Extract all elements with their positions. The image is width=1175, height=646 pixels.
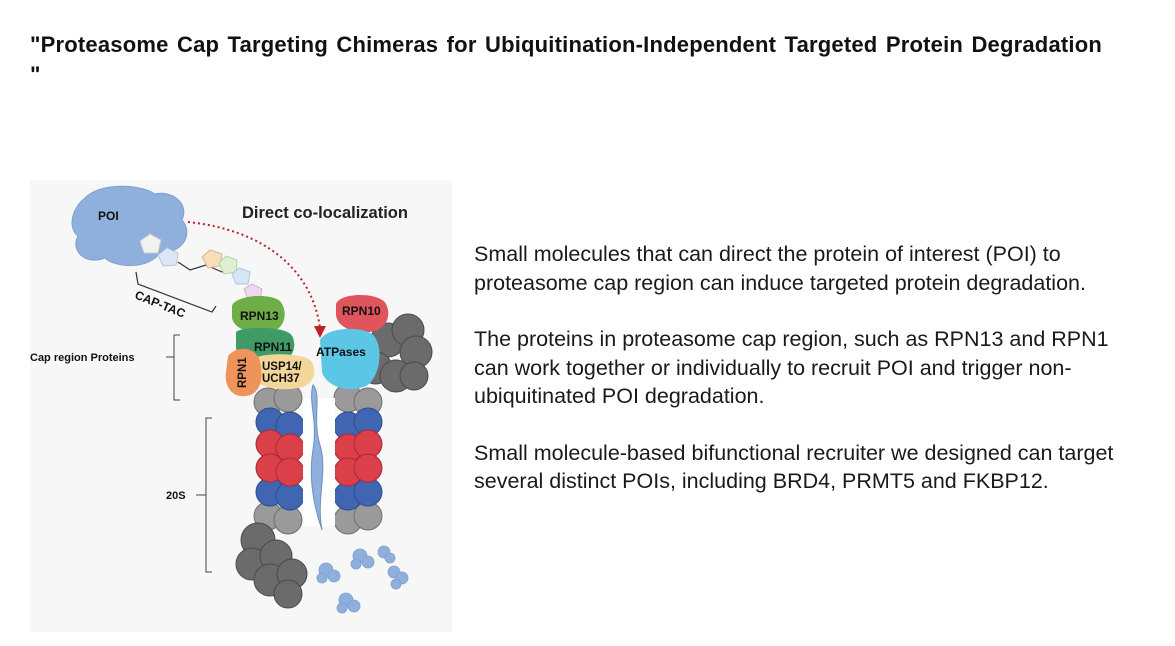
rpn1-protein: RPN1: [225, 348, 262, 397]
atpases-label: ATPases: [316, 345, 366, 359]
uch37-label: UCH37: [262, 373, 300, 385]
cap-region-label: Cap region Proteins: [30, 352, 135, 364]
figure-heading: Direct co-localization: [242, 204, 408, 222]
slide-title: "Proteasome Cap Targeting Chimeras for U…: [30, 32, 1102, 87]
rpn11-label: RPN11: [254, 340, 292, 354]
rpn13-label: RPN13: [240, 309, 279, 323]
cap-region-bracket: Cap region Proteins: [30, 334, 180, 401]
atpases-protein: ATPases: [316, 328, 380, 390]
paragraph-bifunctional-recruiter: Small molecule-based bifunctional recrui…: [474, 440, 1114, 494]
usp14-label: USP14/: [262, 361, 302, 373]
core-20s-bracket: 20S: [166, 417, 212, 573]
proteasome-figure: POI Direct co-localization CAP-TAC Cap r…: [30, 180, 452, 632]
rpn13-protein: RPN13: [232, 295, 285, 334]
rpn10-label: RPN10: [342, 304, 381, 318]
proteasome-diagram: POI Direct co-localization CAP-TAC Cap r…: [30, 185, 433, 614]
rpn10-protein: RPN10: [336, 295, 389, 333]
degraded-peptides: [316, 545, 409, 614]
proteasome-20s-core: [253, 383, 383, 535]
colocalization-arrow: [187, 221, 326, 338]
paragraph-poi-direction: Small molecules that can direct the prot…: [474, 242, 1086, 295]
regulatory-particle-side: [235, 313, 433, 609]
core-20s-label: 20S: [166, 490, 186, 502]
usp14-uch37-protein: USP14/ UCH37: [252, 354, 315, 390]
paragraph-cap-proteins: The proteins in proteasome cap region, s…: [474, 327, 1109, 408]
rpn1-label: RPN1: [237, 357, 249, 388]
poi-label: POI: [98, 209, 119, 223]
description-text: Small molecules that can direct the prot…: [474, 240, 1114, 524]
